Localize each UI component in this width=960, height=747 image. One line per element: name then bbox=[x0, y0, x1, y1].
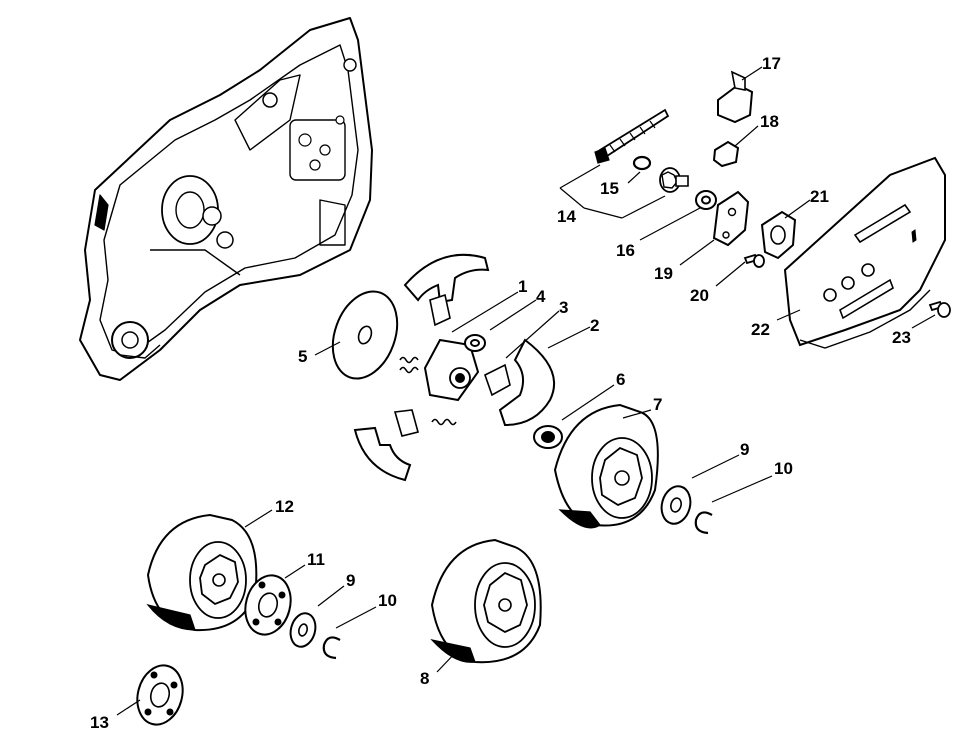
rim-sprocket bbox=[239, 570, 297, 639]
callout-14: 14 bbox=[557, 207, 576, 226]
sprocket-cover bbox=[785, 158, 945, 348]
callout-17: 17 bbox=[762, 54, 781, 73]
crankcase-housing bbox=[80, 18, 372, 380]
callout-4: 4 bbox=[536, 287, 546, 306]
needle-bearing bbox=[534, 426, 562, 448]
callout-9-left: 9 bbox=[346, 571, 355, 590]
clutch-drum-rim-sprocket bbox=[148, 515, 256, 630]
callout-5: 5 bbox=[298, 347, 307, 366]
screw-20 bbox=[745, 255, 764, 267]
callout-8: 8 bbox=[420, 669, 429, 688]
clutch-spring-left bbox=[400, 358, 418, 373]
flat-disc bbox=[321, 282, 408, 387]
rim-sprocket-small bbox=[131, 660, 189, 729]
tensioner-washer bbox=[696, 191, 716, 209]
callout-6: 6 bbox=[616, 370, 625, 389]
callout-16: 16 bbox=[616, 241, 635, 260]
callout-9-right: 9 bbox=[740, 440, 749, 459]
thrust-washer bbox=[465, 335, 485, 351]
callout-7: 7 bbox=[653, 395, 662, 414]
callout-20: 20 bbox=[690, 286, 709, 305]
clutch-drum-spur-bottom bbox=[432, 540, 541, 662]
callout-21: 21 bbox=[810, 187, 829, 206]
callout-1: 1 bbox=[518, 277, 527, 296]
callout-13: 13 bbox=[90, 713, 109, 732]
callout-23: 23 bbox=[892, 328, 911, 347]
washer-right bbox=[658, 483, 695, 527]
clutch-shoe-right bbox=[485, 340, 554, 425]
tensioner-nut-18 bbox=[714, 142, 738, 166]
callout-10-left: 10 bbox=[378, 591, 397, 610]
callout-15: 15 bbox=[600, 179, 619, 198]
callout-12: 12 bbox=[275, 497, 294, 516]
clutch-shoe-top bbox=[405, 255, 488, 325]
callout-10-right: 10 bbox=[774, 459, 793, 478]
callout-18: 18 bbox=[760, 112, 779, 131]
screw-23 bbox=[930, 302, 950, 317]
callout-3: 3 bbox=[559, 298, 568, 317]
clutch-spring-bottom bbox=[432, 420, 456, 425]
callout-22: 22 bbox=[751, 320, 770, 339]
adjusting-screw bbox=[595, 110, 668, 163]
tensioner-slide-17 bbox=[718, 72, 752, 122]
clutch-drum-spur-top bbox=[555, 405, 658, 528]
tensioner-plate-19 bbox=[714, 192, 748, 245]
clutch-carrier bbox=[425, 340, 478, 400]
callout-2: 2 bbox=[590, 316, 599, 335]
e-clip-right bbox=[696, 512, 712, 533]
callout-labels: 1 2 3 4 5 6 7 8 9 9 10 10 11 12 13 14 15… bbox=[90, 54, 911, 732]
callout-19: 19 bbox=[654, 264, 673, 283]
clutch-shoe-bottom bbox=[355, 410, 418, 480]
leader-lines bbox=[116, 66, 936, 716]
washer-left bbox=[287, 610, 319, 649]
e-clip-left bbox=[324, 637, 340, 658]
tensioner-block-21 bbox=[762, 212, 795, 258]
o-ring bbox=[634, 157, 650, 169]
callout-11: 11 bbox=[307, 550, 325, 569]
tensioner-gear bbox=[660, 168, 688, 192]
